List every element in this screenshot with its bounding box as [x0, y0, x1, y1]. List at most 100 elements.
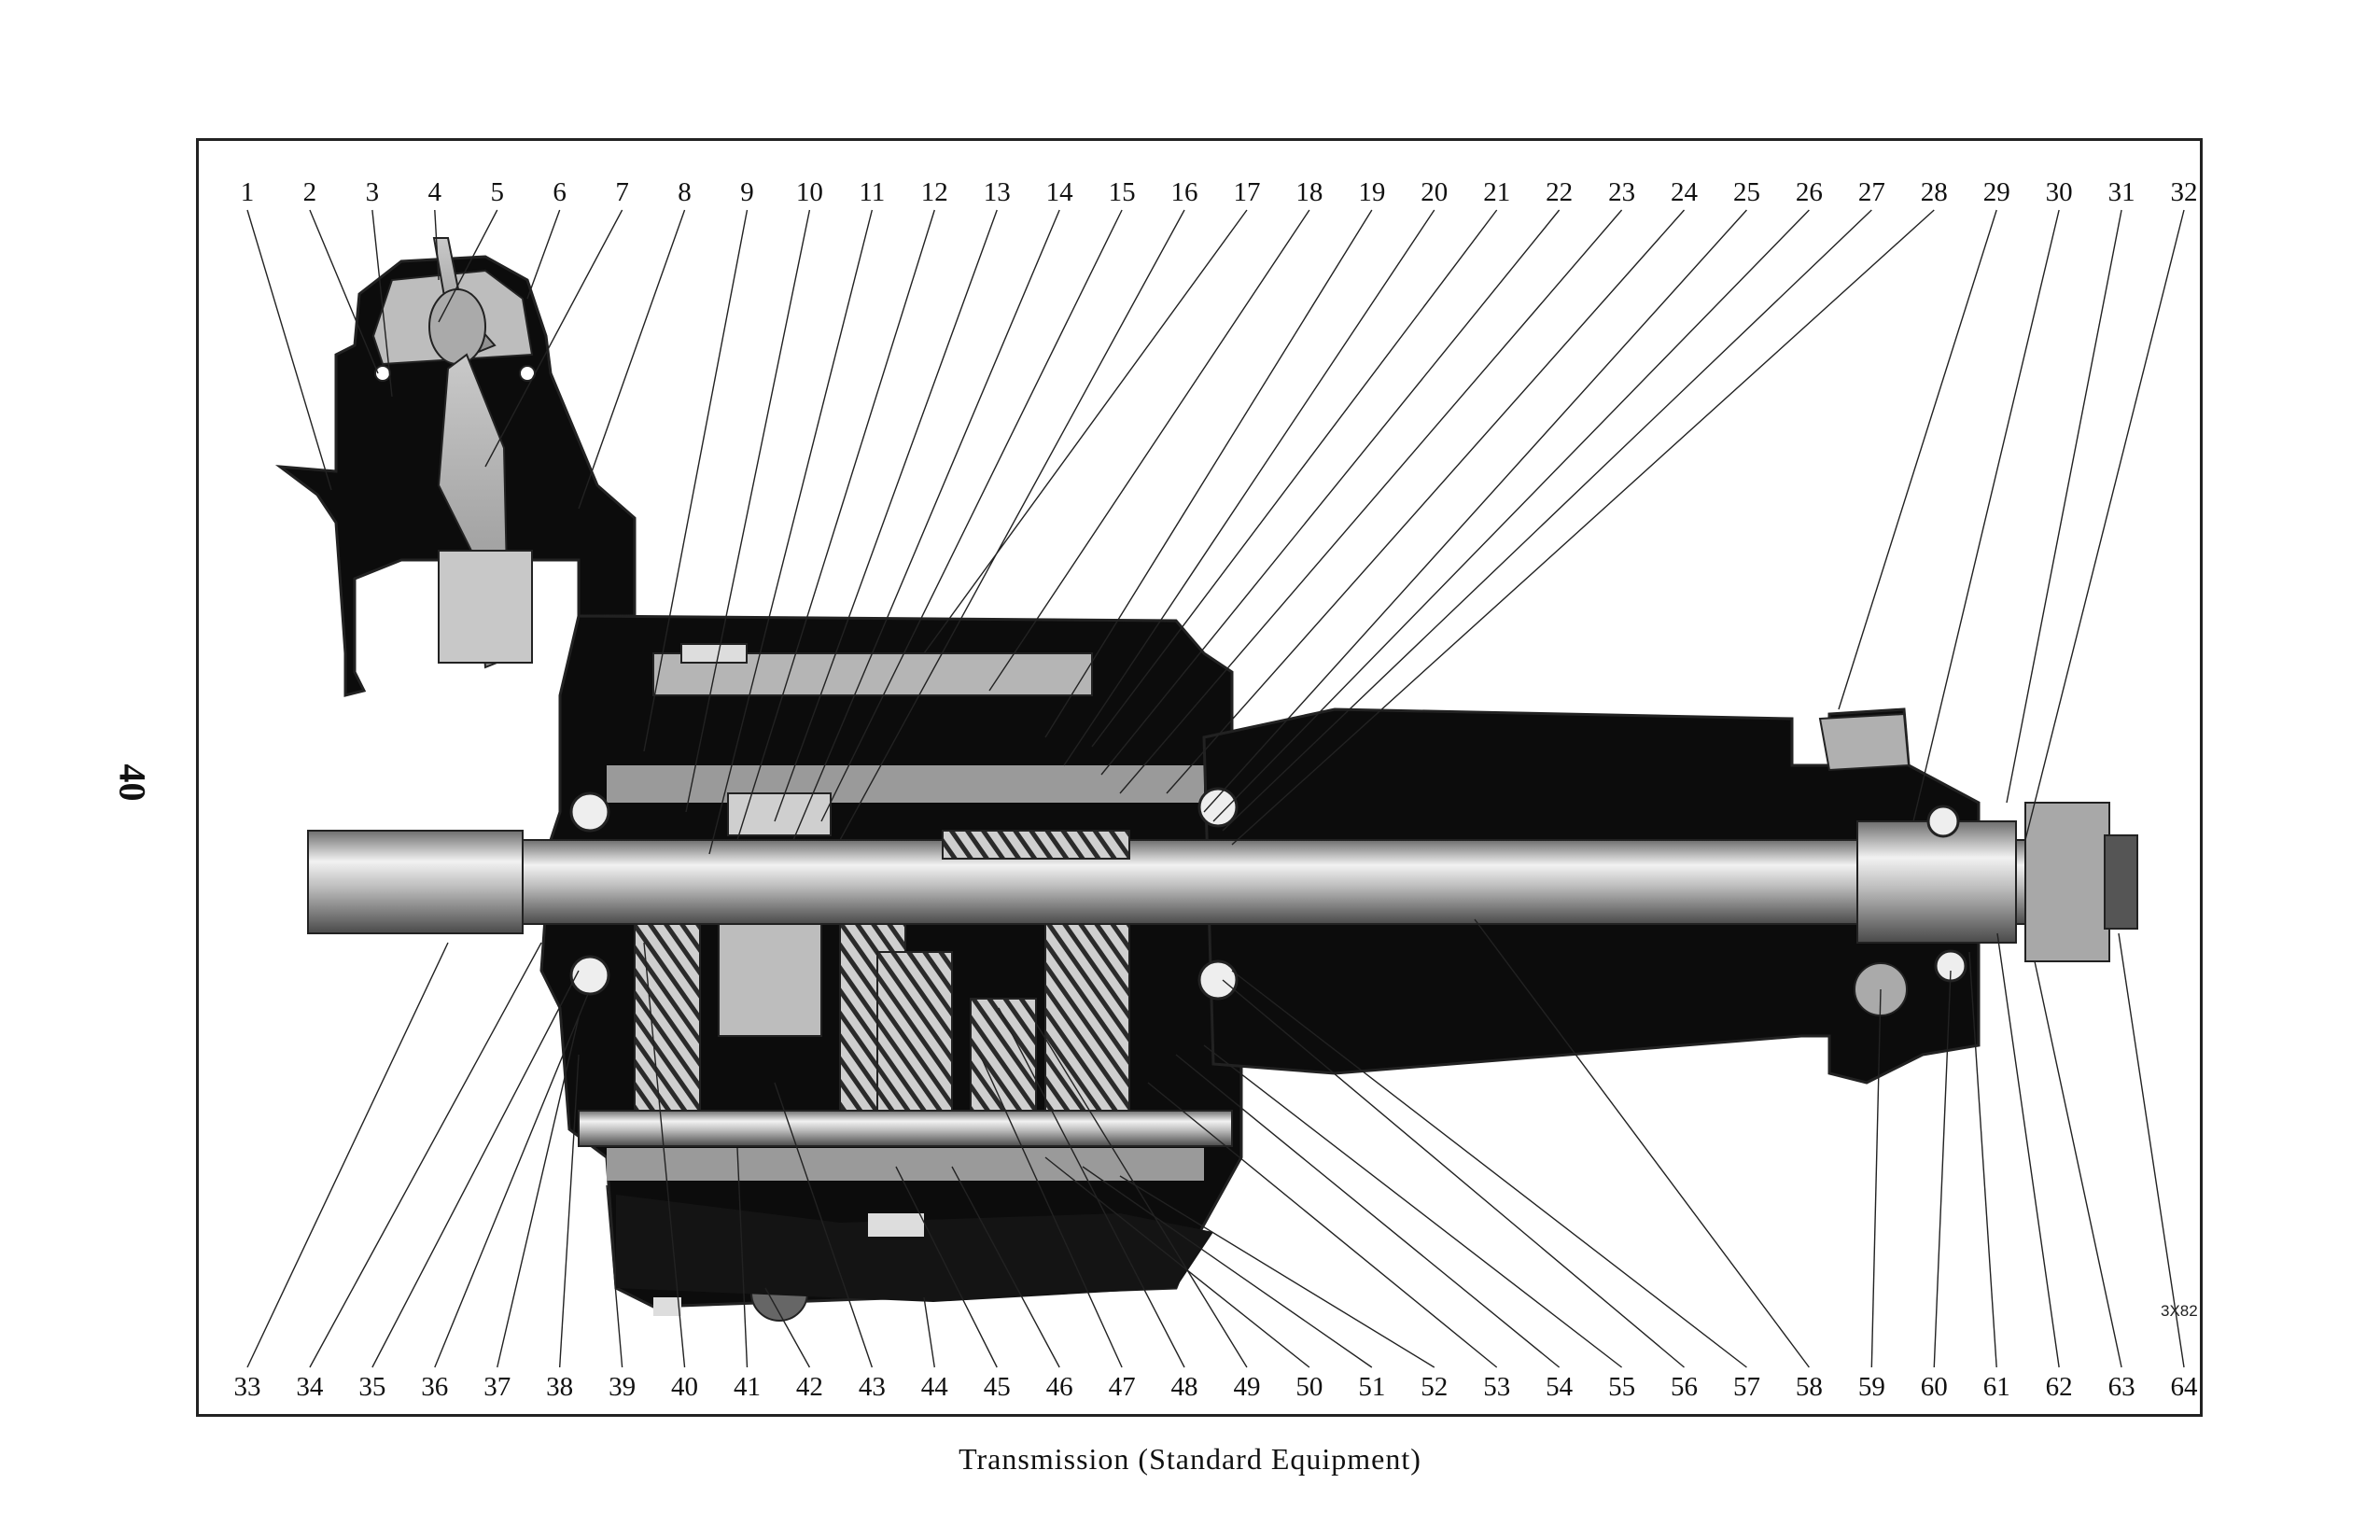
companion-flange — [2024, 802, 2110, 962]
callout-number-22: 22 — [1546, 177, 1573, 207]
gear-cluster — [634, 792, 1130, 1112]
leader-line-15 — [820, 209, 1123, 822]
leader-line-59 — [1870, 988, 1882, 1368]
leader-line-16 — [839, 209, 1185, 841]
leader-line-56 — [1222, 979, 1685, 1368]
callout-number-53: 53 — [1483, 1372, 1510, 1402]
callout-number-56: 56 — [1671, 1372, 1698, 1402]
callout-number-33: 33 — [234, 1372, 261, 1402]
callout-number-64: 64 — [2171, 1372, 2199, 1402]
leader-line-49 — [1026, 1007, 1248, 1368]
callout-number-18: 18 — [1295, 177, 1323, 207]
callout-number-17: 17 — [1233, 177, 1260, 207]
leader-line-38 — [558, 1054, 580, 1368]
output-shaft-collar — [1856, 820, 2017, 944]
leader-line-12 — [736, 209, 935, 841]
leader-line-14 — [792, 209, 1060, 841]
callout-number-44: 44 — [921, 1372, 949, 1402]
leader-line-23 — [1119, 209, 1623, 794]
callout-number-8: 8 — [678, 177, 692, 207]
leader-line-62 — [1996, 932, 2060, 1368]
leader-line-22 — [1100, 209, 1561, 776]
callout-number-54: 54 — [1546, 1372, 1574, 1402]
leader-line-3 — [371, 209, 393, 398]
leader-line-40 — [643, 942, 686, 1368]
callout-number-52: 52 — [1421, 1372, 1448, 1402]
figure-frame — [196, 138, 2203, 1417]
leader-line-52 — [1119, 1175, 1435, 1368]
callout-number-51: 51 — [1358, 1372, 1385, 1402]
callout-number-36: 36 — [421, 1372, 448, 1402]
callout-number-46: 46 — [1046, 1372, 1073, 1402]
leader-line-45 — [895, 1166, 998, 1368]
callout-number-38: 38 — [546, 1372, 573, 1402]
figure-code: 3X82 — [2161, 1302, 2198, 1320]
leader-line-19 — [1044, 209, 1373, 738]
callout-number-55: 55 — [1608, 1372, 1635, 1402]
callout-number-30: 30 — [2046, 177, 2073, 207]
callout-number-50: 50 — [1295, 1372, 1323, 1402]
leader-line-9 — [643, 209, 749, 752]
callout-number-10: 10 — [796, 177, 823, 207]
callout-number-13: 13 — [984, 177, 1011, 207]
leader-line-1 — [246, 209, 332, 491]
callout-number-48: 48 — [1171, 1372, 1198, 1402]
callout-number-31: 31 — [2108, 177, 2135, 207]
callout-number-2: 2 — [303, 177, 317, 207]
leader-line-31 — [2006, 209, 2122, 804]
leader-line-25 — [1203, 209, 1747, 813]
callout-number-25: 25 — [1733, 177, 1760, 207]
callout-number-28: 28 — [1921, 177, 1948, 207]
leader-line-5 — [438, 209, 498, 323]
figure-caption: Transmission (Standard Equipment) — [959, 1442, 1421, 1476]
callout-number-49: 49 — [1233, 1372, 1260, 1402]
gearshift-housing — [274, 237, 637, 697]
leader-line-11 — [708, 209, 874, 855]
callout-number-59: 59 — [1858, 1372, 1885, 1402]
callout-number-16: 16 — [1171, 177, 1198, 207]
callout-number-24: 24 — [1671, 177, 1699, 207]
leader-line-42 — [764, 1287, 811, 1368]
leader-line-55 — [1203, 1044, 1623, 1368]
leader-line-30 — [1912, 209, 2060, 822]
leader-line-54 — [1175, 1054, 1561, 1368]
callout-number-23: 23 — [1608, 177, 1635, 207]
leader-line-26 — [1212, 209, 1810, 822]
callout-number-32: 32 — [2171, 177, 2198, 207]
callout-number-4: 4 — [428, 177, 442, 207]
leader-line-41 — [736, 1147, 749, 1368]
callout-number-7: 7 — [615, 177, 629, 207]
leader-line-2 — [309, 209, 379, 374]
leader-line-48 — [998, 1007, 1185, 1368]
leader-line-20 — [1063, 209, 1435, 766]
callout-number-43: 43 — [859, 1372, 886, 1402]
callout-number-45: 45 — [984, 1372, 1011, 1402]
leader-line-44 — [923, 1296, 935, 1368]
callout-number-57: 57 — [1733, 1372, 1760, 1402]
leader-line-43 — [774, 1082, 874, 1368]
leader-line-47 — [979, 1054, 1123, 1368]
callout-number-5: 5 — [490, 177, 504, 207]
leader-line-6 — [526, 209, 561, 300]
callout-number-39: 39 — [609, 1372, 636, 1402]
callout-number-37: 37 — [483, 1372, 511, 1402]
callout-number-35: 35 — [358, 1372, 385, 1402]
callout-number-29: 29 — [1983, 177, 2010, 207]
leader-line-60 — [1933, 970, 1952, 1368]
callout-number-12: 12 — [921, 177, 948, 207]
leader-line-35 — [371, 970, 580, 1368]
leader-line-8 — [578, 209, 686, 510]
callout-number-27: 27 — [1858, 177, 1885, 207]
leader-line-50 — [1044, 1156, 1310, 1368]
callout-number-1: 1 — [241, 177, 255, 207]
leader-line-27 — [1222, 209, 1872, 832]
leader-line-61 — [1968, 951, 1997, 1368]
leader-line-34 — [309, 942, 542, 1368]
callout-number-41: 41 — [734, 1372, 761, 1402]
leader-line-33 — [246, 942, 449, 1368]
leader-line-17 — [923, 209, 1248, 654]
callout-number-20: 20 — [1421, 177, 1448, 207]
leader-line-28 — [1231, 209, 1935, 846]
